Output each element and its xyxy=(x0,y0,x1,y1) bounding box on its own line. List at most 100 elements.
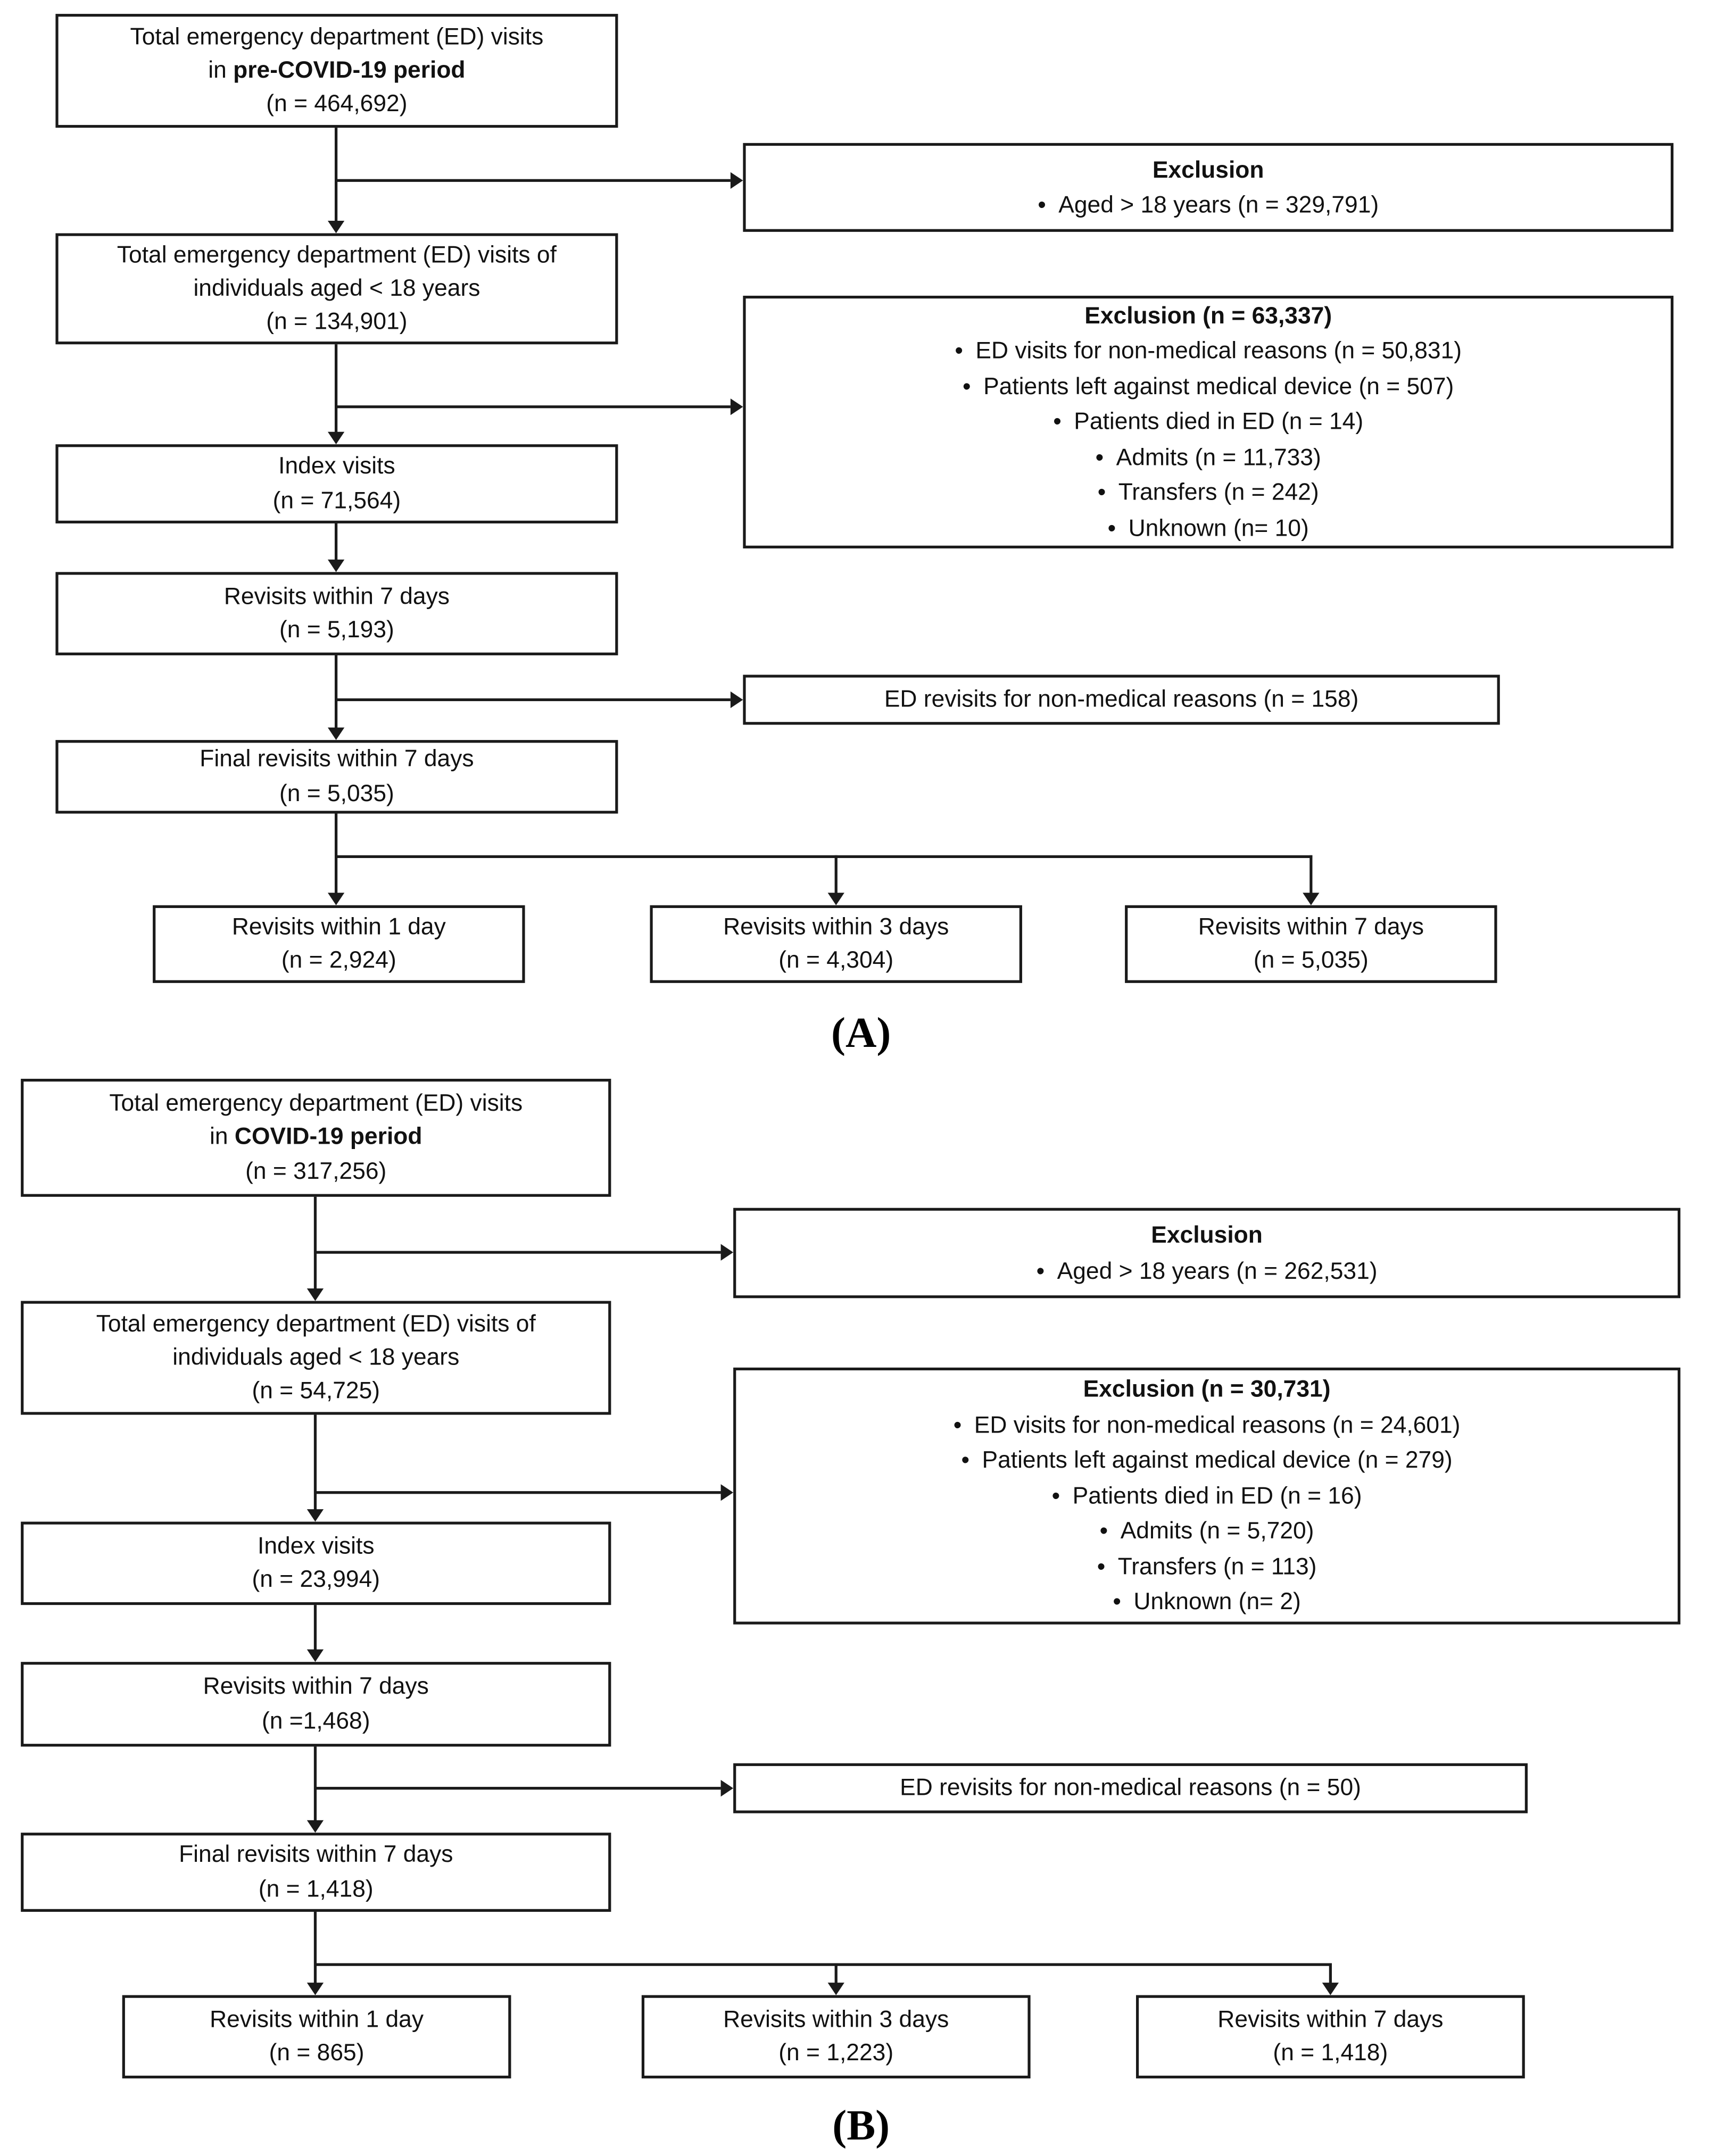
box-revisits-3d: Revisits within 3 days (n = 4,304) xyxy=(650,905,1022,983)
exclusion-item: Patients left against medical device (n … xyxy=(963,369,1454,405)
box-n-value: (n = 23,994) xyxy=(252,1566,380,1593)
flow-line-vertical xyxy=(313,1746,317,1822)
arrowhead-down xyxy=(306,1983,324,1995)
exclusion-item: Patients left against medical device (n … xyxy=(961,1443,1452,1478)
box-revisits-1d: Revisits within 1 day (n = 865) xyxy=(122,1995,511,2079)
arrowhead-right xyxy=(720,1484,734,1501)
flow-line-horizontal xyxy=(336,179,731,182)
box-text-line: Total emergency department (ED) visits o… xyxy=(117,241,557,268)
box-ed-revisits-nonmedical: ED revisits for non-medical reasons (n =… xyxy=(733,1763,1528,1813)
box-final-revisits-7d: Final revisits within 7 days (n = 1,418) xyxy=(21,1833,611,1912)
box-text-line: individuals aged < 18 years xyxy=(172,1344,460,1370)
box-under18-visits: Total emergency department (ED) visits o… xyxy=(21,1301,611,1415)
exclusion-item: Patients died in ED (n = 16) xyxy=(1052,1478,1362,1514)
box-revisits-7d: Revisits within 7 days (n =1,468) xyxy=(21,1662,611,1747)
box-n-value: (n = 5,193) xyxy=(279,616,394,643)
arrowhead-down xyxy=(827,893,844,905)
box-text-line: Index visits xyxy=(278,453,395,480)
box-n-value: (n = 4,304) xyxy=(778,947,894,973)
box-text-line: ED revisits for non-medical reasons (n =… xyxy=(884,686,1359,712)
box-n-value: (n = 317,256) xyxy=(245,1157,387,1184)
arrowhead-right xyxy=(720,1780,734,1797)
box-n-value: (n = 5,035) xyxy=(279,779,394,806)
box-text-line: Revisits within 7 days xyxy=(203,1674,429,1700)
box-n-value: (n =1,468) xyxy=(261,1707,370,1734)
arrowhead-right xyxy=(730,398,743,415)
box-exclusion-age: Exclusion Aged > 18 years (n = 262,531) xyxy=(733,1208,1681,1298)
box-text-line: Total emergency department (ED) visits o… xyxy=(96,1310,536,1337)
arrowhead-down xyxy=(1303,893,1320,905)
exclusion-item: ED visits for non-medical reasons (n = 2… xyxy=(954,1408,1461,1443)
exclusion-item: Transfers (n = 242) xyxy=(1098,475,1319,511)
box-text-line: Index visits xyxy=(258,1533,375,1559)
box-revisits-7d-result: Revisits within 7 days (n = 5,035) xyxy=(1125,905,1497,983)
box-n-value: (n = 71,564) xyxy=(272,486,401,513)
panel-a: Total emergency department (ED) visits i… xyxy=(0,0,1722,1076)
box-n-value: (n = 1,223) xyxy=(778,2040,894,2066)
box-exclusion-main: Exclusion (n = 30,731) ED visits for non… xyxy=(733,1367,1681,1625)
exclusion-item: Admits (n = 11,733) xyxy=(1096,440,1321,476)
box-exclusion-age: Exclusion Aged > 18 years (n = 329,791) xyxy=(743,143,1674,232)
box-n-value: (n = 2,924) xyxy=(281,947,396,973)
box-text-line: Final revisits within 7 days xyxy=(200,746,474,773)
flow-line-vertical xyxy=(335,655,338,729)
panel-b: Total emergency department (ED) visits i… xyxy=(0,1076,1722,2156)
arrowhead-down xyxy=(306,1649,324,1662)
exclusion-item: Transfers (n = 113) xyxy=(1097,1549,1317,1585)
exclusion-item: Aged > 18 years (n = 329,791) xyxy=(1038,187,1379,223)
exclusion-item: Unknown (n= 10) xyxy=(1108,511,1309,546)
box-text-line: Revisits within 3 days xyxy=(723,913,949,940)
box-revisits-1d: Revisits within 1 day (n = 2,924) xyxy=(153,905,525,983)
box-total-ed-visits: Total emergency department (ED) visits i… xyxy=(21,1078,611,1197)
period-name: COVID-19 period xyxy=(234,1123,422,1151)
box-ed-revisits-nonmedical: ED revisits for non-medical reasons (n =… xyxy=(743,675,1500,725)
flow-line-vertical xyxy=(1329,1963,1332,1984)
arrowhead-down xyxy=(327,893,345,905)
flow-line-vertical xyxy=(313,1196,317,1290)
arrowhead-down xyxy=(327,559,345,572)
exclusion-title: Exclusion xyxy=(1151,1221,1263,1248)
flow-line-vertical xyxy=(335,344,338,434)
exclusion-title: Exclusion (n = 63,337) xyxy=(1084,302,1332,329)
box-total-ed-visits: Total emergency department (ED) visits i… xyxy=(55,14,618,128)
arrowhead-down xyxy=(306,1820,324,1833)
box-revisits-3d: Revisits within 3 days (n = 1,223) xyxy=(641,1995,1031,2079)
flow-line-vertical xyxy=(313,1414,317,1511)
arrowhead-right xyxy=(730,691,743,709)
box-text-line: Revisits within 7 days xyxy=(1217,2006,1444,2033)
box-n-value: (n = 54,725) xyxy=(252,1377,380,1404)
box-n-value: (n = 5,035) xyxy=(1253,947,1369,973)
box-text-line: Revisits within 1 day xyxy=(231,913,446,940)
arrowhead-down xyxy=(306,1509,324,1522)
flow-line-vertical xyxy=(335,128,338,222)
box-revisits-7d: Revisits within 7 days (n = 5,193) xyxy=(55,572,618,655)
box-text-line: Final revisits within 7 days xyxy=(179,1841,453,1868)
flow-line-vertical xyxy=(1309,855,1313,894)
box-n-value: (n = 1,418) xyxy=(1273,2040,1388,2066)
flow-line-vertical xyxy=(335,813,338,894)
period-name: pre-COVID-19 period xyxy=(233,56,466,84)
exclusion-item: Admits (n = 5,720) xyxy=(1100,1514,1314,1550)
flow-line-horizontal xyxy=(336,855,1313,858)
period-prefix: in xyxy=(208,56,227,84)
exclusion-item: Aged > 18 years (n = 262,531) xyxy=(1037,1253,1378,1289)
exclusion-item: Patients died in ED (n = 14) xyxy=(1053,404,1363,440)
arrowhead-down xyxy=(327,220,345,234)
exclusion-title: Exclusion (n = 30,731) xyxy=(1083,1376,1331,1403)
box-text-line: Total emergency department (ED) visits xyxy=(130,23,544,50)
flow-line-horizontal xyxy=(315,1491,721,1494)
box-n-value: (n = 1,418) xyxy=(258,1875,374,1902)
arrowhead-down xyxy=(1322,1983,1339,1995)
panel-label-b: (B) xyxy=(832,2100,890,2150)
exclusion-title: Exclusion xyxy=(1152,156,1264,183)
box-text-line: in pre-COVID-19 period xyxy=(208,54,465,88)
box-text-line: Revisits within 1 day xyxy=(210,2006,424,2033)
flow-line-vertical xyxy=(313,1911,317,1984)
box-n-value: (n = 865) xyxy=(269,2040,364,2066)
arrowhead-down xyxy=(827,1983,844,1995)
arrowhead-right xyxy=(720,1244,734,1261)
box-under18-visits: Total emergency department (ED) visits o… xyxy=(55,233,618,345)
arrowhead-down xyxy=(327,727,345,740)
box-n-value: (n = 134,901) xyxy=(266,308,408,335)
